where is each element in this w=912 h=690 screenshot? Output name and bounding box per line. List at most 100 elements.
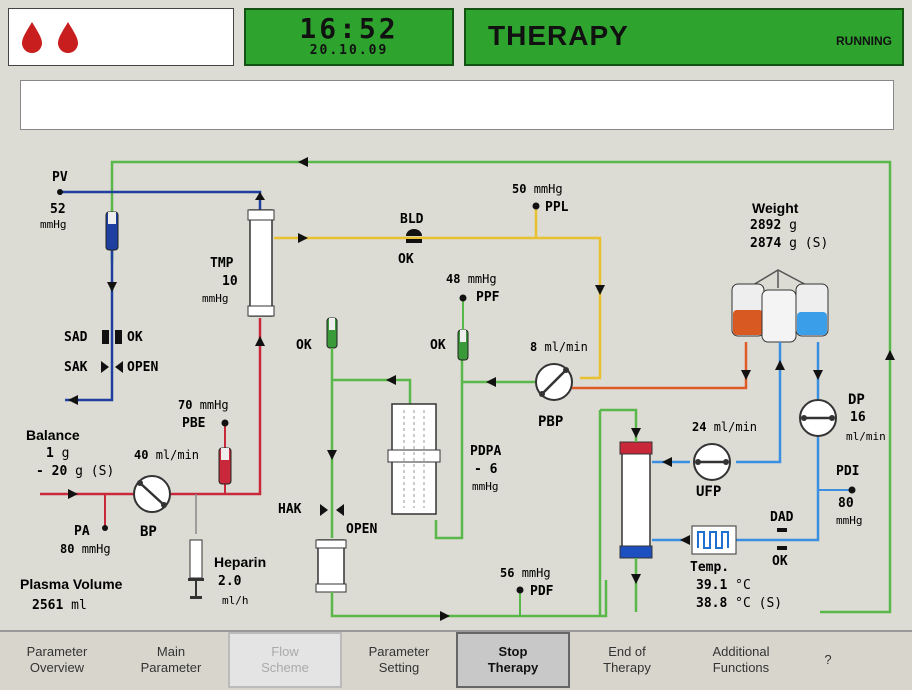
status-drops (8, 8, 234, 66)
pa-label: PA (74, 524, 90, 539)
ufp-label: UFP (696, 484, 722, 500)
blood-drop-icon (22, 22, 42, 53)
pv-sensor (57, 189, 63, 195)
dad-detector (777, 528, 787, 532)
bld-detector (406, 229, 422, 236)
dialysate-line (736, 342, 782, 464)
arrow (107, 282, 117, 292)
help-button[interactable]: ? (824, 652, 832, 667)
pdi-sensor (848, 486, 856, 494)
pbe-label: PBE (182, 416, 206, 431)
date: 20.10.09 (309, 43, 389, 58)
mode-display: THERAPY RUNNING (464, 8, 904, 66)
sak-status: OPEN (127, 360, 159, 375)
pdf-label: PDF (530, 584, 554, 599)
pv-unit: mmHg (40, 218, 67, 231)
sad-status: OK (127, 330, 143, 345)
ppf-value: 48 mmHg (446, 272, 497, 286)
bld-status: OK (398, 252, 414, 267)
ppl-value: 50 mmHg (512, 182, 563, 196)
ppf-label: PPF (476, 290, 500, 305)
plasma-value: 2561 ml (32, 598, 87, 613)
pdf-sensor (516, 586, 524, 594)
weight-value2: 2874 g (S) (750, 236, 829, 251)
pbe-sensor (221, 419, 229, 427)
tmp-value: 10 (222, 274, 238, 289)
additional-functions-button[interactable]: Additional Functions (712, 644, 770, 675)
blood-drop-icon (58, 22, 78, 53)
heparin-unit: ml/h (222, 594, 249, 607)
heparin-value: 2.0 (218, 574, 242, 589)
clock-display: 16:52 20.10.09 (244, 8, 454, 66)
arrow (68, 395, 78, 405)
weight-value1: 2892 g (750, 218, 797, 233)
pdpa-label: PDPA (470, 444, 502, 459)
pdf-value: 56 mmHg (500, 566, 551, 580)
tmp-unit: mmHg (202, 292, 229, 305)
dad-label: DAD (770, 510, 794, 525)
dp-value: 16 (850, 410, 866, 425)
plasma-label: Plasma Volume (20, 576, 123, 592)
main-parameter-button[interactable]: Main Parameter (140, 644, 202, 675)
hak-label: HAK (278, 502, 302, 517)
pv-value: 52 (50, 202, 66, 217)
time: 16:52 (299, 12, 399, 45)
dad-status: OK (772, 554, 788, 569)
balance-value1: 1 g (46, 446, 70, 461)
flow-diagram (40, 157, 895, 621)
run-state: RUNNING (836, 34, 892, 48)
filtrate-line (274, 236, 602, 380)
pbe-value: 70 mmHg (178, 398, 229, 412)
weight-label: Weight (752, 200, 799, 216)
sad-detector (102, 330, 109, 344)
ok-left-label: OK (296, 338, 312, 353)
dp-unit: ml/min (846, 430, 886, 443)
end-of-therapy-button[interactable]: End of Therapy (603, 644, 651, 675)
pdi-unit: mmHg (836, 514, 863, 527)
green-return-line (110, 160, 892, 614)
ufp-rate: 24 ml/min (692, 420, 758, 434)
bp-label: BP (140, 524, 157, 540)
venous-line (65, 250, 114, 402)
hak-clamp (320, 504, 328, 516)
pdi-value: 80 (838, 496, 854, 511)
sak-label: SAK (64, 360, 88, 375)
tmp-label: TMP (210, 256, 234, 271)
ppl-sensor (532, 202, 540, 210)
pdpa-unit: mmHg (472, 480, 499, 493)
bp-rate: 40 ml/min (134, 448, 200, 462)
hak-status: OPEN (346, 522, 378, 537)
ppf-sensor (459, 294, 467, 302)
sad-label: SAD (64, 330, 88, 345)
temp-label: Temp. (690, 560, 730, 575)
pbp-rate: 8 ml/min (530, 340, 588, 354)
temp-value2: 38.8 °C (S) (696, 596, 783, 611)
stop-therapy-button[interactable]: Stop Therapy (456, 632, 570, 688)
pdi-label: PDI (836, 464, 860, 479)
green-line (332, 378, 412, 404)
dp-label: DP (848, 392, 865, 408)
pa-value: 80 mmHg (60, 542, 111, 556)
footer-bar: Parameter Overview Main Parameter Flow S… (0, 630, 912, 690)
balance-label: Balance (26, 427, 80, 443)
flow-scheme: PV 52 mmHg TMP 10 mmHg BLD OK 50 mmHg PP… (0, 140, 912, 626)
flow-scheme-button[interactable]: Flow Scheme (228, 632, 342, 688)
arrow (298, 157, 308, 167)
bld-label: BLD (400, 212, 424, 227)
mode-title: THERAPY (488, 20, 629, 51)
arrow (885, 350, 895, 360)
sak-clamp (101, 361, 109, 373)
pdpa-value: - 6 (474, 462, 498, 477)
pbp-label: PBP (538, 414, 564, 430)
balance-value2: - 20 g (S) (36, 464, 115, 479)
pa-sensor (102, 525, 108, 531)
ok-mid-label: OK (430, 338, 446, 353)
pv-label: PV (52, 170, 68, 185)
heparin-label: Heparin (214, 554, 267, 570)
parameter-overview-button[interactable]: Parameter Overview (26, 644, 88, 675)
waste-line (572, 342, 748, 390)
arterial-line (170, 318, 262, 496)
temp-value1: 39.1 °C (696, 578, 751, 593)
pv-drip-top (108, 212, 116, 224)
parameter-setting-button[interactable]: Parameter Setting (368, 644, 430, 675)
